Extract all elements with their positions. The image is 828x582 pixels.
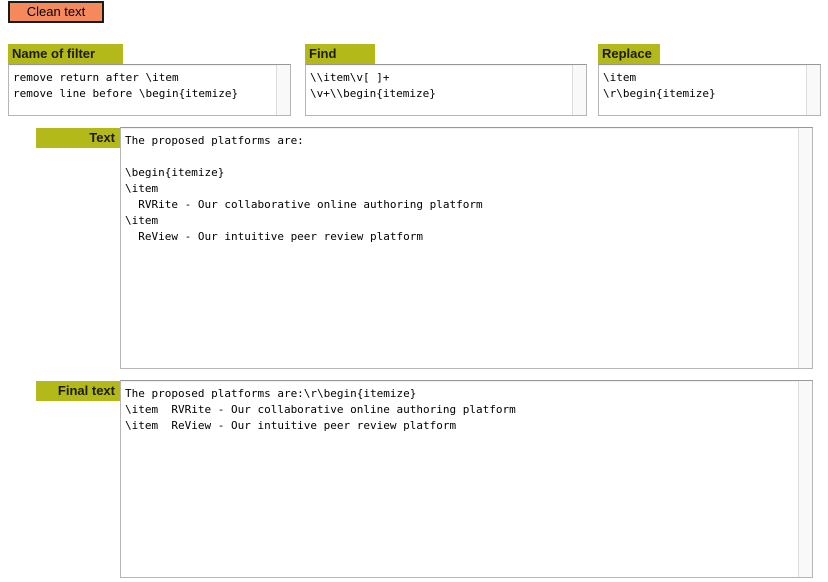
scrollbar-track[interactable]	[572, 65, 586, 115]
scrollbar-track[interactable]	[798, 381, 812, 577]
find-field-wrap: \\item\v[ ]+ \v+\\begin{itemize}	[305, 64, 587, 116]
final-text-field-wrap: The proposed platforms are:\r\begin{item…	[120, 380, 813, 578]
final-text-output[interactable]: The proposed platforms are:\r\begin{item…	[121, 381, 798, 577]
replace-field-wrap: \item \r\begin{itemize}	[598, 64, 821, 116]
clean-text-button[interactable]: Clean text	[8, 1, 104, 23]
text-field-wrap: The proposed platforms are: \begin{itemi…	[120, 127, 813, 369]
text-label: Text	[36, 128, 120, 148]
filter-name-field-wrap: remove return after \item remove line be…	[8, 64, 291, 116]
name-of-filter-label: Name of filter	[8, 44, 123, 64]
source-text-input[interactable]: The proposed platforms are: \begin{itemi…	[121, 128, 798, 368]
scrollbar-track[interactable]	[798, 128, 812, 368]
replace-pattern-input[interactable]: \item \r\begin{itemize}	[599, 65, 806, 115]
filter-name-input[interactable]: remove return after \item remove line be…	[9, 65, 276, 115]
replace-label: Replace	[598, 44, 660, 64]
find-label: Find	[305, 44, 375, 64]
final-text-label: Final text	[36, 381, 120, 401]
scrollbar-track[interactable]	[276, 65, 290, 115]
scrollbar-track[interactable]	[806, 65, 820, 115]
find-pattern-input[interactable]: \\item\v[ ]+ \v+\\begin{itemize}	[306, 65, 572, 115]
